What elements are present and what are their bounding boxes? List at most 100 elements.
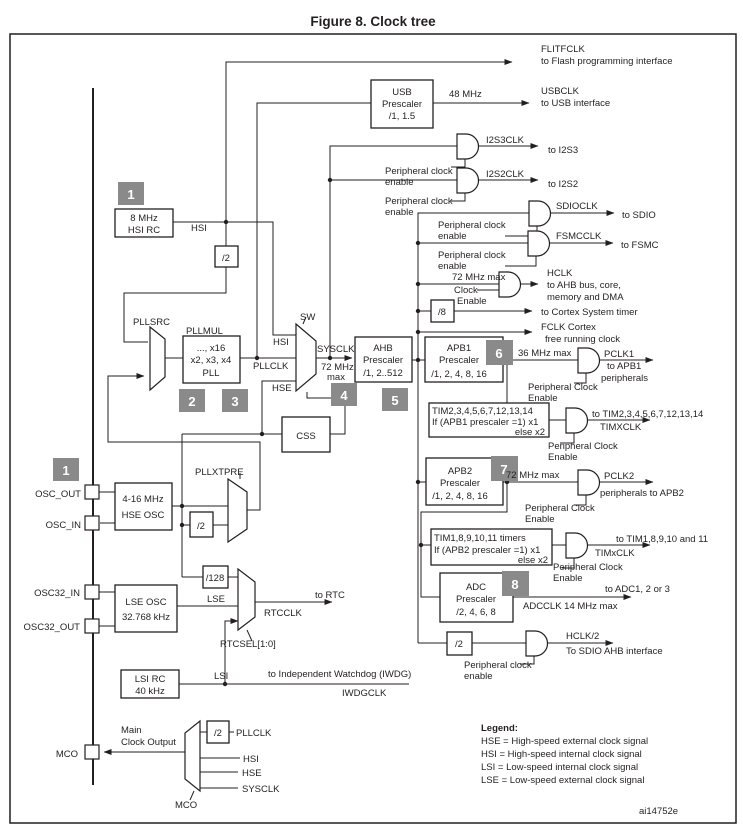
pll-box-l3: PLL xyxy=(203,368,220,379)
apb2-box-l1: APB2 xyxy=(448,466,472,477)
ahb-box-l2: Prescaler xyxy=(363,355,403,366)
apb1-box-l3: /1, 2, 4, 8, 16 xyxy=(431,369,486,380)
adc-box-l1: ADC xyxy=(466,582,486,593)
legend-item-hse: HSE = High-speed external clock signal xyxy=(481,736,648,747)
legend-item-lse: LSE = Low-speed external clock signal xyxy=(481,775,644,786)
hclk-div2-label: HCLK/2 xyxy=(566,631,599,642)
lsi-label: LSI xyxy=(214,671,228,682)
usbclk-label: USBCLK xyxy=(541,86,580,97)
apb1-box-l1: APB1 xyxy=(447,343,471,354)
mco-div2-box xyxy=(206,720,230,744)
badge-8-num: 8 xyxy=(511,577,518,592)
pllsrc-mux xyxy=(149,325,166,392)
tim2-box-l3: else x2 xyxy=(515,427,545,438)
usb-box-l1: USB xyxy=(392,87,412,98)
hclk-gate xyxy=(498,271,522,298)
ahb-box-l1: AHB xyxy=(373,343,393,354)
fsmc-gate xyxy=(527,230,551,257)
css-box xyxy=(281,416,331,453)
hsi-rc-box xyxy=(114,208,174,238)
hsi-box-l2: HSI RC xyxy=(128,225,160,236)
pclk1-label: PCLK1 xyxy=(604,349,634,360)
pclk1-gate xyxy=(577,347,601,374)
peripherals-label: peripherals xyxy=(601,373,648,384)
mco-pin-label: MCO xyxy=(56,749,78,760)
pllclk-sw-label: PLLCLK xyxy=(253,361,289,372)
hsi-div2-label: /2 xyxy=(222,253,230,264)
pce-tim1-l2: Enable xyxy=(553,573,583,584)
mco-mux xyxy=(184,719,201,793)
pce-i2s3-l2: enable xyxy=(385,177,414,188)
clock-enable-label: Enable xyxy=(457,296,487,307)
osc-out-pin xyxy=(84,484,100,500)
tim2-box xyxy=(428,402,550,438)
hsi-label: HSI xyxy=(191,223,207,234)
css-box-label: CSS xyxy=(296,431,316,442)
badge-3 xyxy=(222,389,248,412)
pins xyxy=(84,484,100,760)
timxclk-u-label: TIMXCLK xyxy=(600,422,642,433)
apb2-prescaler-box xyxy=(425,457,504,506)
mhz72max-apb2-label: 72 MHz max xyxy=(506,470,560,481)
pllmul-label: PLLMUL xyxy=(186,326,223,337)
legend-item-lsi: LSI = Low-speed internal clock signal xyxy=(481,762,638,773)
timxclk-l-label: TIMxCLK xyxy=(595,548,635,559)
usbclk-to-label: to USB interface xyxy=(541,98,610,109)
lsi-rc-box xyxy=(120,669,180,699)
pce-tim1-l1: Peripheral Clock xyxy=(553,562,623,573)
mco-mux-label: MCO xyxy=(175,800,197,811)
figure-border xyxy=(9,33,737,824)
sysclk-label: SYSCLK xyxy=(317,344,355,355)
tim2-box-l2: If (APB1 prescaler =1) x1 xyxy=(432,417,538,428)
badge-2 xyxy=(179,389,205,412)
adc-box-l2: Prescaler xyxy=(456,594,496,605)
legend-item-hsi: HSI = High-speed internal clock signal xyxy=(481,749,642,760)
pce-timx-l2: Enable xyxy=(548,452,578,463)
rtcclk-label: RTCCLK xyxy=(264,608,302,619)
fclk2-label: free running clock xyxy=(545,334,620,345)
text-labels: FLITFCLK to Flash programming interface … xyxy=(24,44,709,817)
wire-mco-tick xyxy=(189,790,195,801)
badge-1-hsi xyxy=(118,182,144,205)
periph-apb2-label: peripherals to APB2 xyxy=(600,488,684,499)
div128-label: /128 xyxy=(206,573,225,584)
pllsrc-label: PLLSRC xyxy=(133,317,170,328)
hsi-box-l1: 8 MHz xyxy=(130,213,158,224)
tim1-box-l1: TIM1,8,9,10,11 timers xyxy=(434,533,526,544)
adc-prescaler-box xyxy=(439,572,514,623)
clock-label: Clock xyxy=(454,285,478,296)
pce-pclk1-l1: Peripheral Clock xyxy=(528,382,598,393)
timx-gate xyxy=(565,407,589,434)
and-gates xyxy=(456,133,601,657)
hse-div2-label: /2 xyxy=(197,521,205,532)
hse-box-l2: HSE OSC xyxy=(122,510,165,521)
usb-prescaler-box xyxy=(370,79,434,129)
hclk-div2-box xyxy=(446,631,473,656)
mhz72-label: 72 MHz xyxy=(321,362,354,373)
number-badges: 1 1 2 3 4 5 6 7 8 xyxy=(53,182,529,596)
wire-flitfclk xyxy=(225,59,513,222)
pllxtpre-label: PLLXTPRE xyxy=(195,467,244,478)
hse-box-l1: 4-16 MHz xyxy=(122,494,163,505)
hsi-sw-label: HSI xyxy=(273,337,289,348)
pce-hclk2-l1: Peripheral clock xyxy=(464,660,532,671)
pllxtpre-mux xyxy=(227,477,248,544)
badge-8 xyxy=(502,571,529,596)
ahb-box-l3: /1, 2..512 xyxy=(363,368,403,379)
wire-mco-inputs xyxy=(200,731,240,789)
pclk2-label: PCLK2 xyxy=(604,471,634,482)
mhz36max-label: 36 MHz max xyxy=(518,348,572,359)
pce-pclk2-l1: Peripheral Clock xyxy=(525,503,595,514)
mco-div2-label: /2 xyxy=(214,728,222,739)
figure-title: Figure 8. Clock tree xyxy=(310,14,436,29)
ahb-prescaler-box xyxy=(354,336,413,383)
lsi-box-l2: 40 kHz xyxy=(135,686,165,697)
fsmcclk-label: FSMCCLK xyxy=(556,231,602,242)
main-clock-l1: Main xyxy=(121,725,142,736)
pll-box xyxy=(182,335,241,384)
pce-sdio-l2: enable xyxy=(438,231,467,242)
legend-title: Legend: xyxy=(481,723,518,734)
i2s2-gate xyxy=(456,167,480,194)
pce-timx-l1: Peripheral Clock xyxy=(548,441,618,452)
